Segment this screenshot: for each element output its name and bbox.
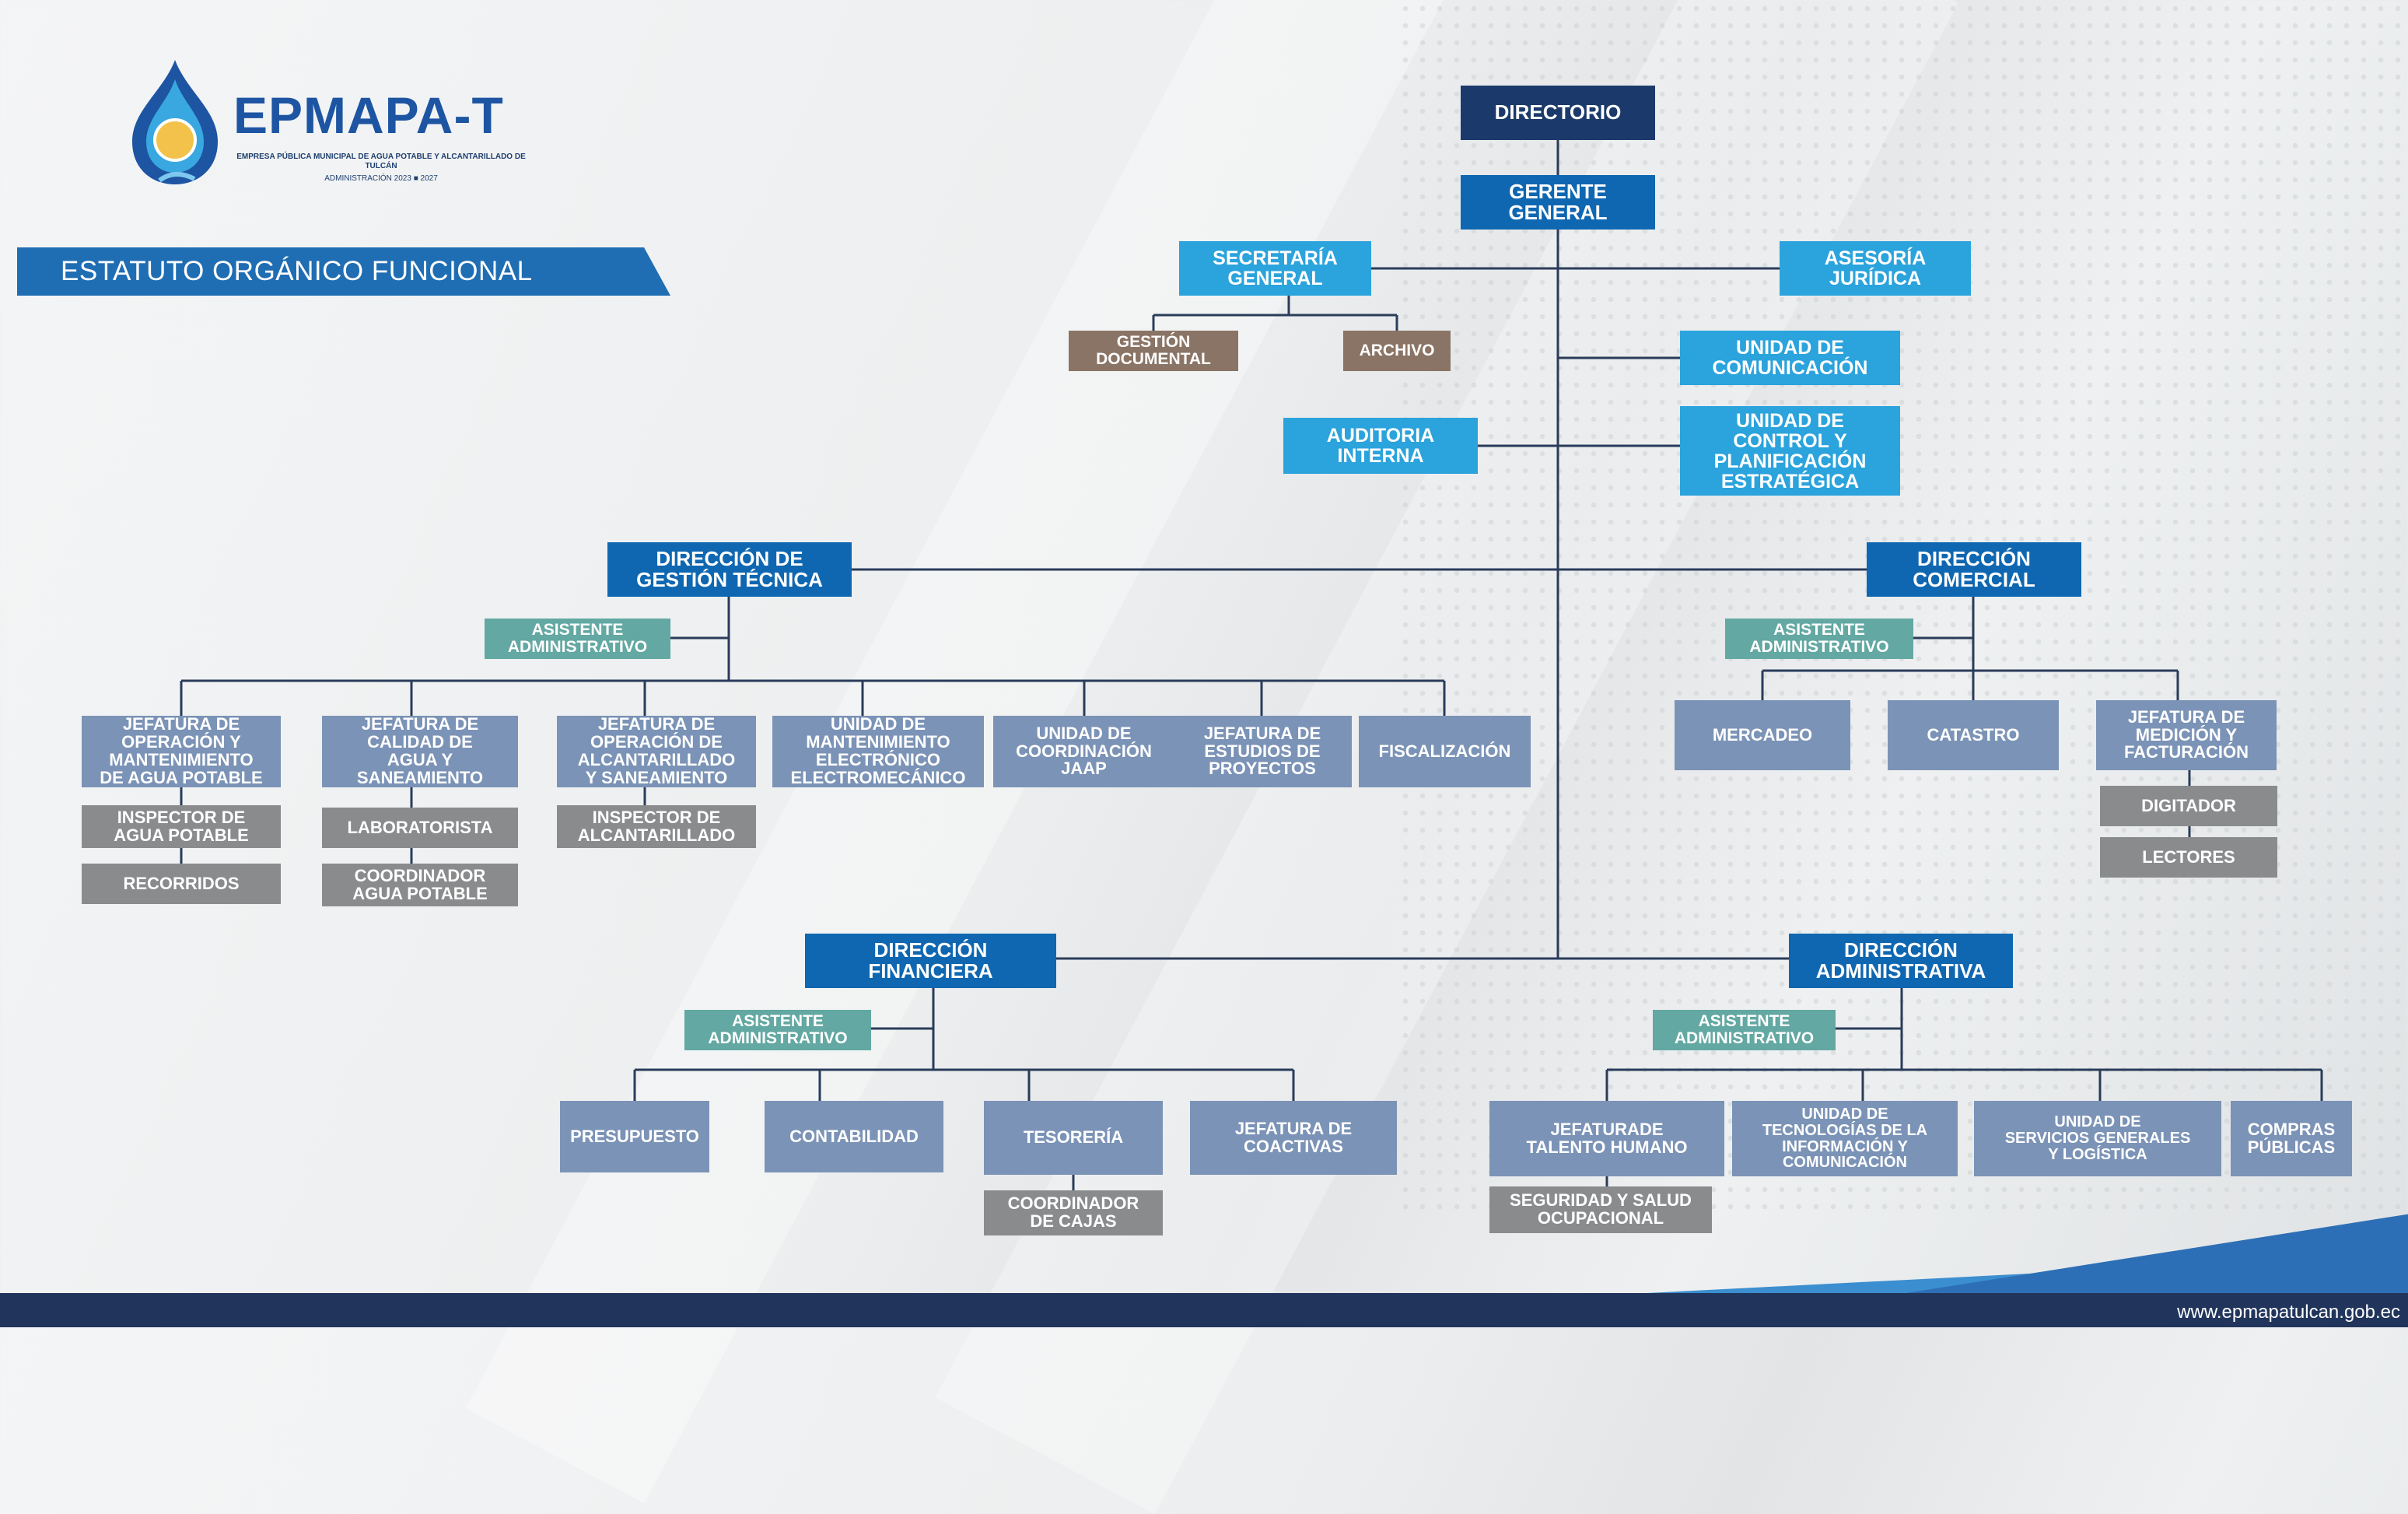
node-mercadeo: MERCADEO: [1675, 700, 1850, 770]
node-coordinador-cajas: COORDINADOR DE CAJAS: [984, 1190, 1163, 1235]
footer-bar: [0, 1293, 2408, 1327]
node-directorio: DIRECTORIO: [1461, 86, 1655, 140]
node-seguridad-salud-ocupacional: SEGURIDAD Y SALUD OCUPACIONAL: [1489, 1186, 1712, 1233]
node-direccion-comercial: DIRECCIÓN COMERCIAL: [1867, 542, 2081, 597]
node-inspector-agua-potable: INSPECTOR DE AGUA POTABLE: [82, 805, 281, 848]
node-tesoreria: TESORERÍA: [984, 1101, 1163, 1175]
page-title: ESTATUTO ORGÁNICO FUNCIONAL: [61, 256, 533, 286]
org-chart-connectors: [180, 140, 2323, 1190]
node-jefatura-coactivas: JEFATURA DE COACTIVAS: [1190, 1101, 1397, 1175]
node-catastro: CATASTRO: [1888, 700, 2059, 770]
node-presupuesto: PRESUPUESTO: [560, 1101, 709, 1172]
node-fiscalizacion: FISCALIZACIÓN: [1359, 716, 1531, 787]
node-digitador: DIGITADOR: [2100, 786, 2277, 826]
node-asistente-administrativo-financiera: ASISTENTE ADMINISTRATIVO: [684, 1010, 871, 1050]
node-recorridos: RECORRIDOS: [82, 864, 281, 904]
footer-url[interactable]: www.epmapatulcan.gob.ec: [2177, 1302, 2400, 1323]
node-jefatura-operacion-alcantarillado: JEFATURA DE OPERACIÓN DE ALCANTARILLADO …: [557, 715, 756, 787]
node-coordinador-agua-potable: COORDINADOR AGUA POTABLE: [322, 864, 518, 906]
node-secretaria-general: SECRETARÍA GENERAL: [1179, 241, 1371, 296]
node-jefatura-estudios-proyectos: JEFATURA DE ESTUDIOS DE PROYECTOS: [1173, 716, 1352, 787]
node-jefatura-calidad-agua: JEFATURA DE CALIDAD DE AGUA Y SANEAMIENT…: [322, 715, 518, 787]
node-unidad-servicios-generales: UNIDAD DE SERVICIOS GENERALES Y LOGÍSTIC…: [1974, 1101, 2221, 1176]
node-auditoria-interna: AUDITORIA INTERNA: [1283, 418, 1478, 474]
node-direccion-financiera: DIRECCIÓN FINANCIERA: [805, 934, 1056, 988]
node-unidad-mantenimiento-electronico: UNIDAD DE MANTENIMIENTO ELECTRÓNICO ELEC…: [772, 715, 984, 787]
node-asistente-administrativo-comercial: ASISTENTE ADMINISTRATIVO: [1725, 619, 1913, 659]
node-lectores: LECTORES: [2100, 837, 2277, 878]
node-laboratorista: LABORATORISTA: [322, 808, 518, 848]
brand-subtitle: EMPRESA PÚBLICA MUNICIPAL DE AGUA POTABL…: [236, 152, 526, 170]
node-asistente-administrativo-tecnica: ASISTENTE ADMINISTRATIVO: [485, 619, 670, 659]
node-unidad-comunicacion: UNIDAD DE COMUNICACIÓN: [1680, 331, 1900, 385]
node-jefatura-talento-humano: JEFATURADE TALENTO HUMANO: [1489, 1101, 1724, 1176]
node-compras-publicas: COMPRAS PÚBLICAS: [2231, 1101, 2352, 1176]
node-inspector-alcantarillado: INSPECTOR DE ALCANTARILLADO: [557, 805, 756, 848]
logo: [117, 56, 537, 188]
title-banner: ESTATUTO ORGÁNICO FUNCIONAL: [17, 247, 670, 296]
node-gestion-documental: GESTIÓN DOCUMENTAL: [1069, 331, 1238, 371]
water-drop-logo-icon: [132, 60, 218, 184]
brand-name: EPMAPA-T: [233, 86, 504, 144]
node-asesoria-juridica: ASESORÍA JURÍDICA: [1780, 241, 1971, 296]
node-jefatura-medicion-facturacion: JEFATURA DE MEDICIÓN Y FACTURACIÓN: [2096, 700, 2277, 770]
node-archivo: ARCHIVO: [1343, 331, 1451, 371]
brand-period: ADMINISTRACIÓN 2023 ■ 2027: [324, 174, 438, 183]
node-unidad-tecnologias-informacion: UNIDAD DE TECNOLOGÍAS DE LA INFORMACIÓN …: [1732, 1101, 1958, 1176]
node-contabilidad: CONTABILIDAD: [765, 1101, 943, 1172]
node-unidad-control-planificacion: UNIDAD DE CONTROL Y PLANIFICACIÓN ESTRAT…: [1680, 406, 1900, 496]
node-jefatura-operacion-agua-potable: JEFATURA DE OPERACIÓN Y MANTENIMIENTO DE…: [82, 715, 281, 787]
node-direccion-gestion-tecnica: DIRECCIÓN DE GESTIÓN TÉCNICA: [607, 542, 852, 597]
node-asistente-administrativo-administrativa: ASISTENTE ADMINISTRATIVO: [1653, 1010, 1836, 1050]
node-unidad-coordinacion-jaap: UNIDAD DE COORDINACIÓN JAAP: [993, 716, 1174, 787]
node-gerente-general: GERENTE GENERAL: [1461, 175, 1655, 230]
node-direccion-administrativa: DIRECCIÓN ADMINISTRATIVA: [1789, 934, 2013, 988]
